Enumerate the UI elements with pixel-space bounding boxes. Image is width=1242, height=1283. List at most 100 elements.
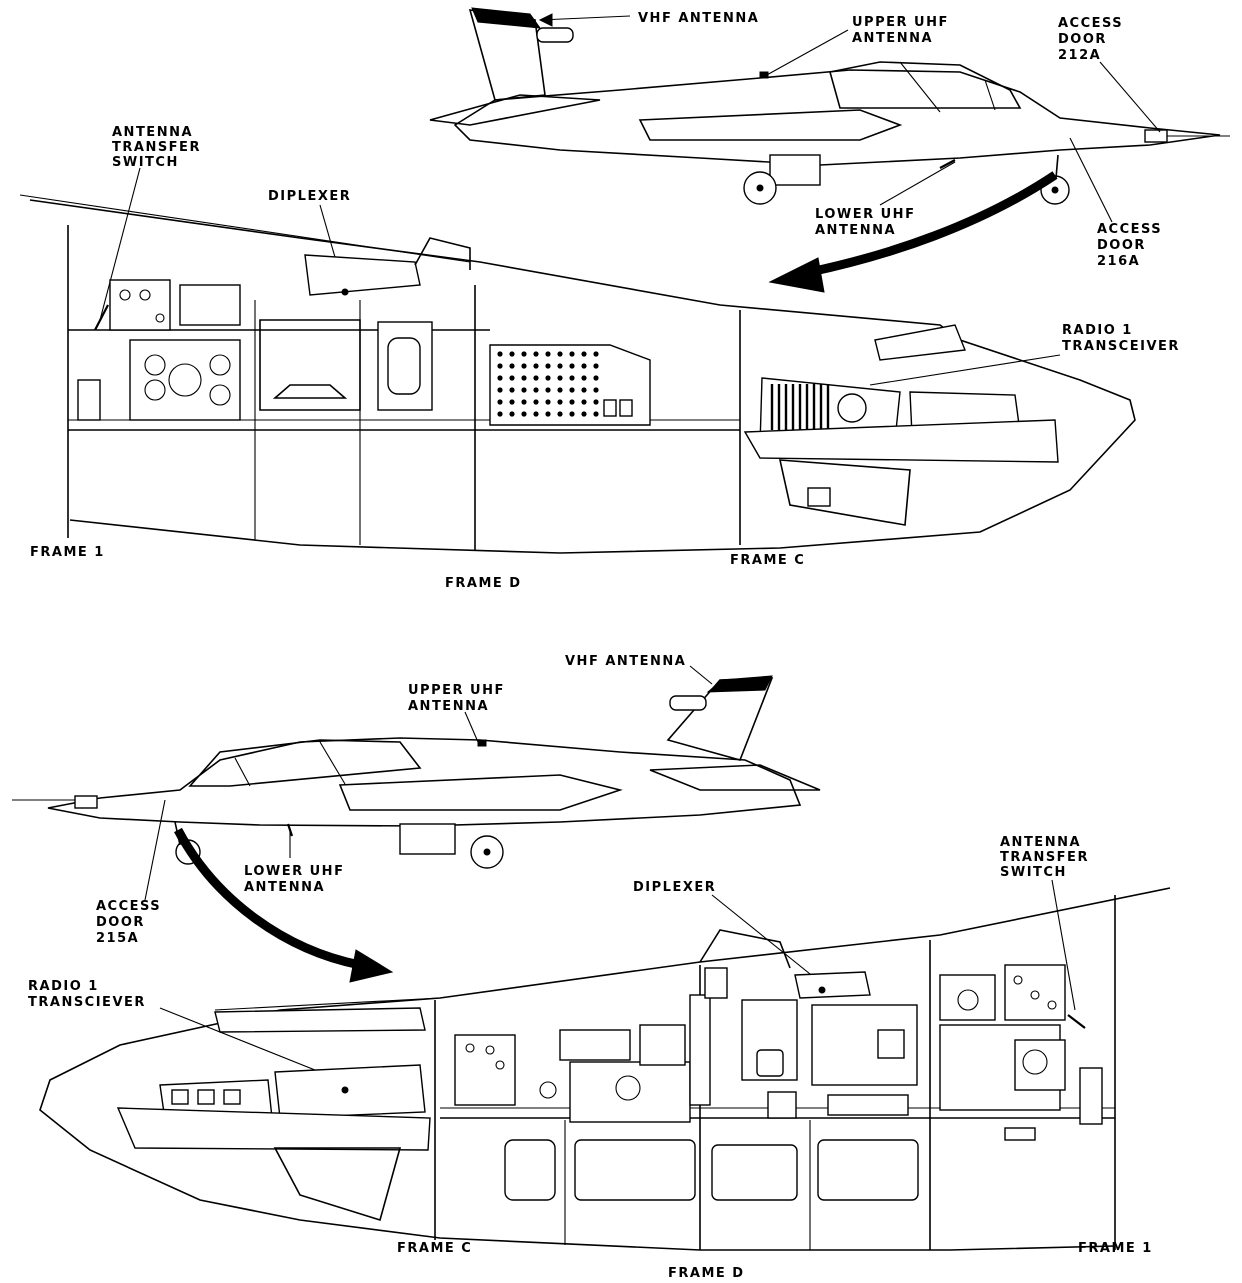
bottom-access-door-215a-label-3: 215A <box>96 931 139 946</box>
panel-connector-dot <box>581 399 587 405</box>
top-vhf-antenna-label: VHF ANTENNA <box>638 11 759 26</box>
panel-connector-dot <box>557 387 563 393</box>
bottom-lower-uhf-label-1: LOWER UHF <box>244 864 344 879</box>
panel-connector-dot <box>497 411 503 417</box>
bottom-cutaway <box>39 887 1171 1251</box>
top-frame-c-label: FRAME C <box>730 553 805 568</box>
panel-connector-dot <box>581 375 587 381</box>
panel-connector-dot <box>557 363 563 369</box>
panel-connector-dot <box>521 387 527 393</box>
panel-connector-dot <box>545 363 551 369</box>
panel-connector-dot <box>533 399 539 405</box>
top-lower-uhf-label-1: LOWER UHF <box>815 207 915 222</box>
top-access-door-216a-label-3: 216A <box>1097 254 1140 269</box>
bottom-vhf-antenna-label: VHF ANTENNA <box>565 654 686 669</box>
bottom-radio1-label-2: TRANSCIEVER <box>28 995 146 1010</box>
top-radio-fins <box>770 384 830 430</box>
bottom-antenna-transfer-label-2: TRANSFER <box>1000 850 1089 865</box>
top-lower-uhf-label-2: ANTENNA <box>815 223 896 238</box>
panel-connector-dot <box>593 411 599 417</box>
top-labels: VHF ANTENNA UPPER UHF ANTENNA ACCESS DOO… <box>30 11 1180 591</box>
panel-connector-dot <box>497 351 503 357</box>
bottom-radio1-label-1: RADIO 1 <box>28 979 99 994</box>
bottom-diplexer-label: DIPLEXER <box>633 880 716 895</box>
panel-connector-dot <box>521 375 527 381</box>
top-access-door-216a-label-1: ACCESS <box>1097 222 1162 237</box>
bottom-access-door-215a-label-1: ACCESS <box>96 899 161 914</box>
top-frame-d-label: FRAME D <box>445 576 522 591</box>
top-access-door-212a-label-2: DOOR <box>1058 32 1107 47</box>
panel-connector-dot <box>509 363 515 369</box>
panel-connector-dot <box>545 411 551 417</box>
bottom-access-door-215a-label-2: DOOR <box>96 915 145 930</box>
bottom-antenna-transfer-label-1: ANTENNA <box>1000 835 1081 850</box>
top-access-door-212a-label-3: 212A <box>1058 48 1101 63</box>
panel-connector-dot <box>497 363 503 369</box>
panel-connector-dot <box>557 375 563 381</box>
bottom-frame-1-label: FRAME 1 <box>1078 1241 1153 1256</box>
top-antenna-transfer-label-2: TRANSFER <box>112 140 201 155</box>
panel-connector-dot <box>581 411 587 417</box>
bottom-antenna-transfer-label-3: SWITCH <box>1000 865 1067 880</box>
top-cutaway <box>19 194 1136 554</box>
top-upper-uhf-label-1: UPPER UHF <box>852 15 949 30</box>
panel-connector-dot <box>593 363 599 369</box>
panel-connector-dot <box>569 351 575 357</box>
top-connector-panel-dots <box>497 351 599 417</box>
panel-connector-dot <box>545 387 551 393</box>
bottom-frame-d-label: FRAME D <box>668 1266 745 1281</box>
panel-connector-dot <box>509 387 515 393</box>
top-upper-uhf-label-2: ANTENNA <box>852 31 933 46</box>
panel-connector-dot <box>497 375 503 381</box>
panel-connector-dot <box>593 351 599 357</box>
panel-connector-dot <box>497 399 503 405</box>
panel-connector-dot <box>533 387 539 393</box>
panel-connector-dot <box>581 351 587 357</box>
panel-connector-dot <box>509 399 515 405</box>
top-diplexer-label: DIPLEXER <box>268 189 351 204</box>
top-frame-1-label: FRAME 1 <box>30 545 105 560</box>
panel-connector-dot <box>569 387 575 393</box>
panel-connector-dot <box>581 363 587 369</box>
bottom-pointer-arrow <box>174 827 361 970</box>
top-pointer-arrow <box>809 171 1058 277</box>
panel-connector-dot <box>533 351 539 357</box>
panel-connector-dot <box>533 363 539 369</box>
panel-connector-dot <box>569 399 575 405</box>
panel-connector-dot <box>533 375 539 381</box>
panel-connector-dot <box>509 351 515 357</box>
panel-connector-dot <box>569 363 575 369</box>
panel-connector-dot <box>557 399 563 405</box>
panel-connector-dot <box>521 411 527 417</box>
panel-connector-dot <box>569 375 575 381</box>
panel-connector-dot <box>569 411 575 417</box>
panel-connector-dot <box>593 387 599 393</box>
panel-connector-dot <box>509 375 515 381</box>
bottom-upper-uhf-label-2: ANTENNA <box>408 699 489 714</box>
panel-connector-dot <box>533 411 539 417</box>
panel-connector-dot <box>521 399 527 405</box>
panel-connector-dot <box>521 351 527 357</box>
panel-connector-dot <box>545 351 551 357</box>
panel-connector-dot <box>509 411 515 417</box>
top-radio1-label-2: TRANSCEIVER <box>1062 339 1180 354</box>
panel-connector-dot <box>581 387 587 393</box>
panel-connector-dot <box>557 411 563 417</box>
top-antenna-transfer-label-1: ANTENNA <box>112 125 193 140</box>
top-radio1-label-1: RADIO 1 <box>1062 323 1133 338</box>
top-access-door-216a-label-2: DOOR <box>1097 238 1146 253</box>
bottom-upper-uhf-label-1: UPPER UHF <box>408 683 505 698</box>
panel-connector-dot <box>593 399 599 405</box>
bottom-labels: VHF ANTENNA UPPER UHF ANTENNA LOWER UHF … <box>28 654 1153 1281</box>
panel-connector-dot <box>557 351 563 357</box>
bottom-frame-c-label: FRAME C <box>397 1241 472 1256</box>
panel-connector-dot <box>497 387 503 393</box>
top-aircraft <box>429 7 1230 205</box>
panel-connector-dot <box>545 399 551 405</box>
bottom-lower-uhf-label-2: ANTENNA <box>244 880 325 895</box>
panel-connector-dot <box>593 375 599 381</box>
top-leaders <box>99 13 1161 386</box>
panel-connector-dot <box>545 375 551 381</box>
